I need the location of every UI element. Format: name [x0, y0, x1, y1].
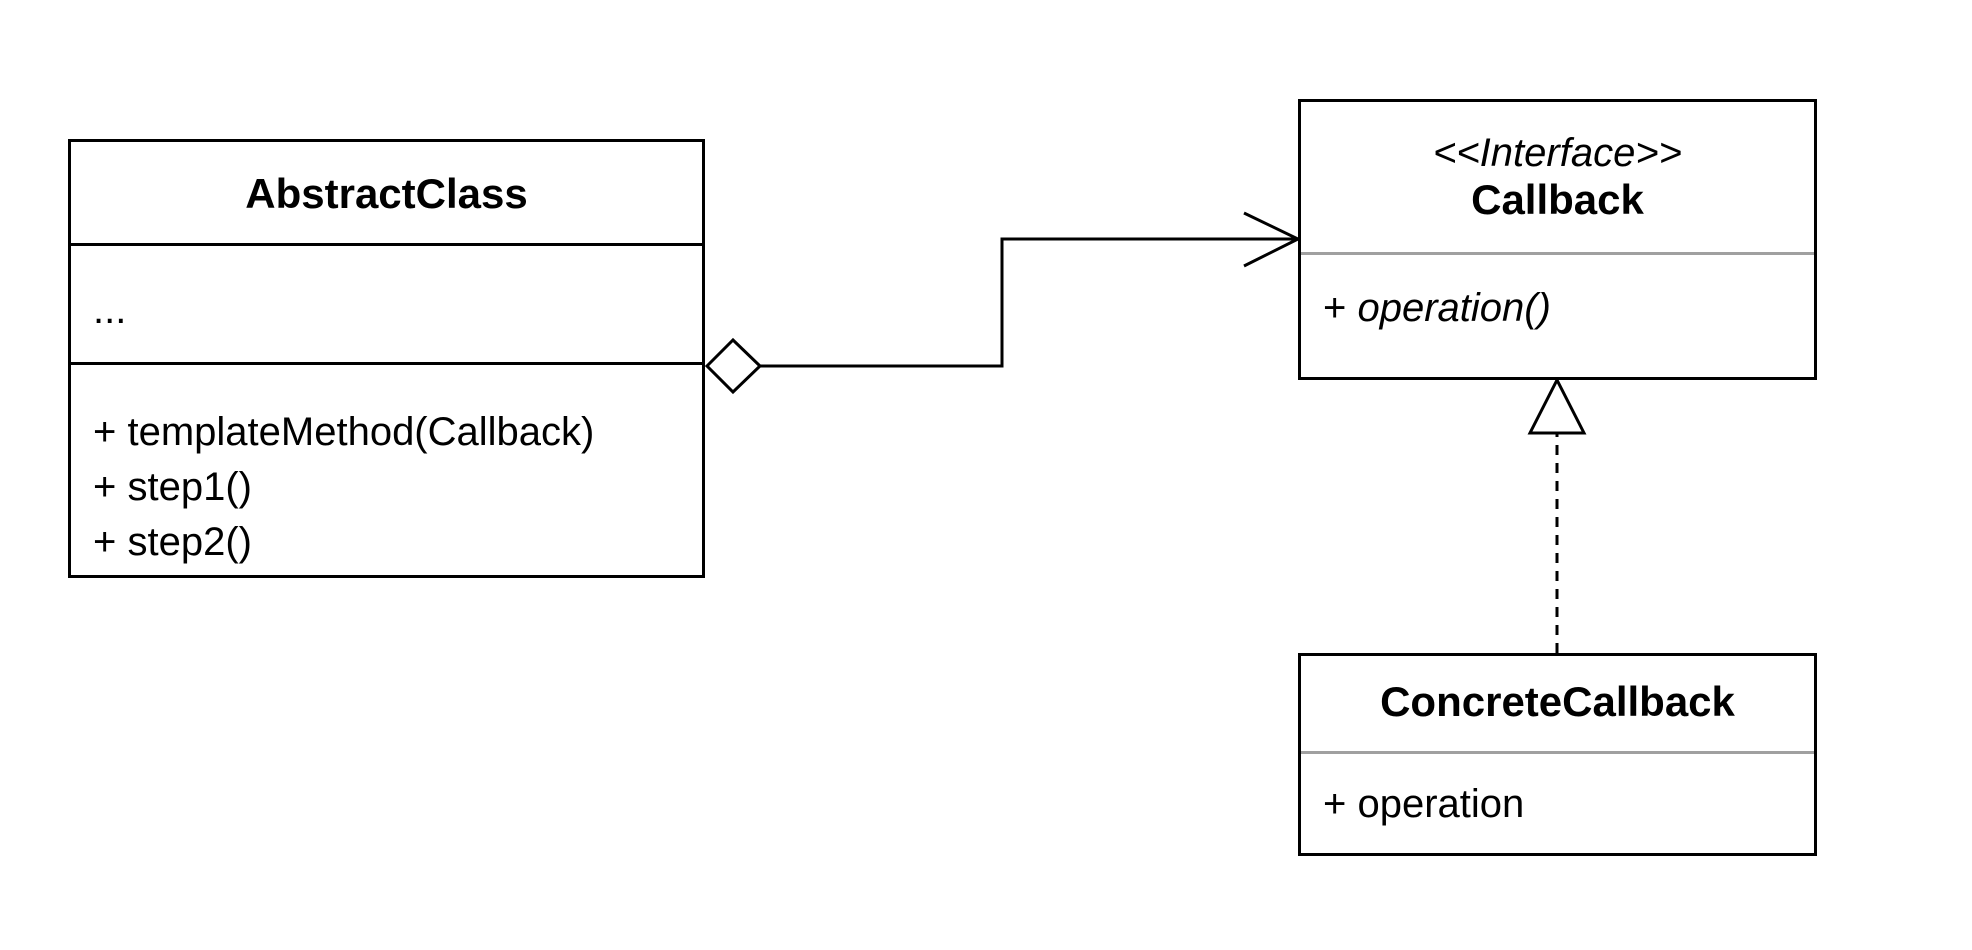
callback-header: <<Interface>> Callback — [1301, 102, 1814, 252]
callback-stereotype: <<Interface>> — [1432, 130, 1683, 175]
abstract-class-divider-2 — [71, 362, 702, 365]
concrete-callback-name: ConcreteCallback — [1380, 677, 1735, 725]
abstract-class-header: AbstractClass — [71, 142, 702, 246]
callback-name: Callback — [1471, 175, 1644, 223]
callback-divider — [1301, 252, 1814, 255]
callback-operation-visibility: + — [1323, 286, 1358, 330]
aggregation-line — [760, 237, 1298, 368]
callback-operation: + operation() — [1323, 288, 1551, 328]
abstract-class-name: AbstractClass — [245, 169, 528, 217]
callback-operation-name: operation() — [1357, 286, 1551, 330]
abstract-class-divider-1 — [71, 243, 702, 246]
abstract-class-operation-step1: + step1() — [93, 465, 252, 509]
abstract-class-box[interactable]: AbstractClass ... + templateMethod(Callb… — [68, 139, 705, 578]
abstract-class-operation-template-method: + templateMethod(Callback) — [93, 410, 595, 454]
realization-triangle-head — [1527, 376, 1587, 435]
concrete-callback-box[interactable]: ConcreteCallback + operation — [1298, 653, 1817, 856]
concrete-callback-operation: + operation — [1323, 782, 1525, 826]
callback-interface-box[interactable]: <<Interface>> Callback + operation() — [1298, 99, 1817, 380]
aggregation-diamond — [704, 337, 763, 395]
concrete-callback-header: ConcreteCallback — [1301, 656, 1814, 748]
abstract-class-operation-step2: + step2() — [93, 520, 252, 564]
concrete-callback-divider — [1301, 751, 1814, 754]
abstract-class-attribute: ... — [93, 288, 127, 332]
